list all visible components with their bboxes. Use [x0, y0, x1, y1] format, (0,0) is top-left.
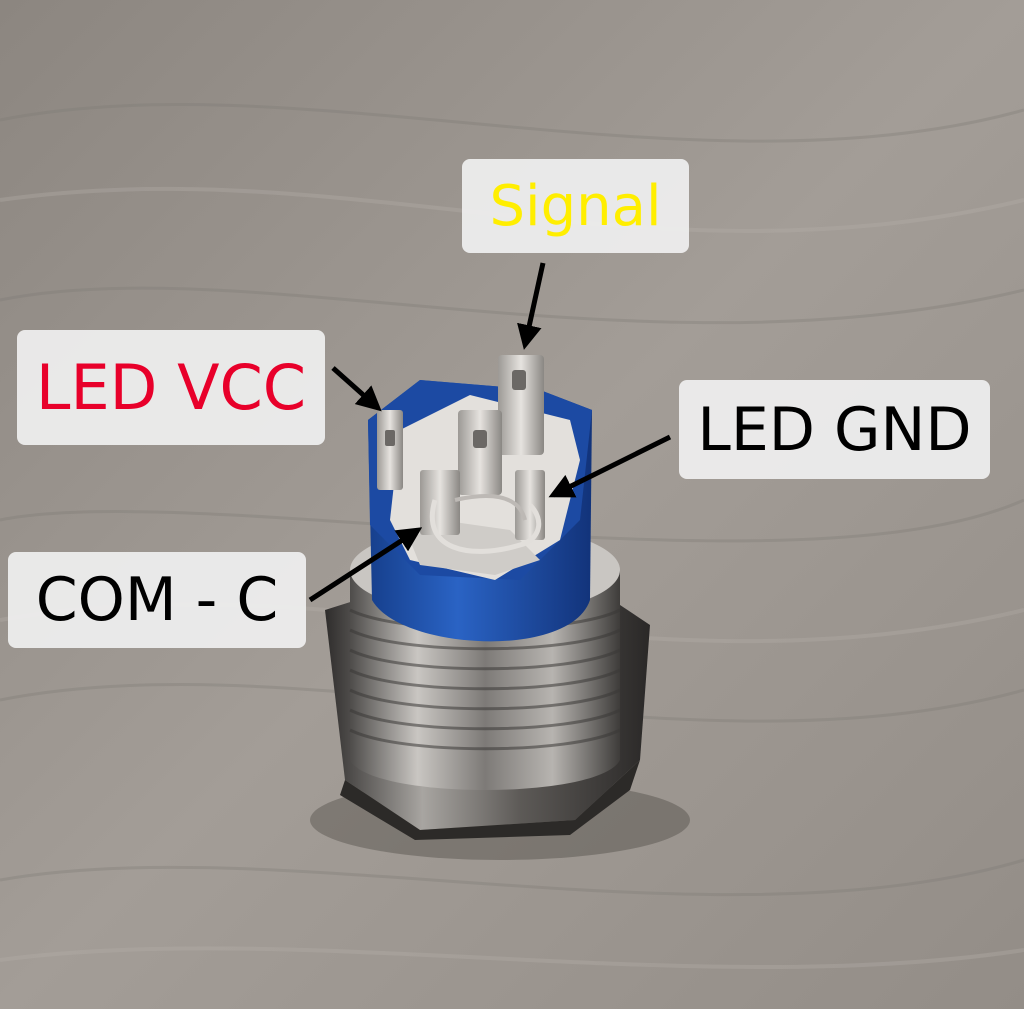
led-vcc-label-text: LED VCC: [35, 351, 307, 424]
com-c-label: COM - C: [8, 552, 306, 648]
signal-label-text: Signal: [489, 173, 662, 239]
led-gnd-label: LED GND: [679, 380, 990, 479]
com-c-label-text: COM - C: [35, 565, 279, 635]
led-gnd-label-text: LED GND: [697, 394, 972, 465]
signal-label: Signal: [462, 159, 689, 253]
led-vcc-label: LED VCC: [17, 330, 325, 445]
